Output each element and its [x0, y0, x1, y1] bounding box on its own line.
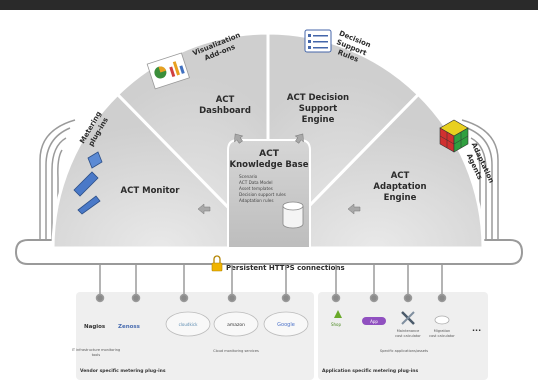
amazon-logo: amazon [227, 323, 245, 328]
left-cables [39, 119, 76, 240]
kb-item: Decision support rules [239, 192, 286, 197]
dashboard-label-line1: ACT [216, 95, 235, 105]
decision-label-line2: Support [299, 104, 337, 114]
arrow-kb-monitor [197, 203, 211, 215]
infra-caption-line1: IT infrastructure monitoring [72, 348, 120, 352]
svg-text:App: App [370, 319, 378, 324]
kb-item: Scenario [239, 174, 258, 179]
visualization-chart-icon [146, 52, 190, 90]
lock-icon [211, 255, 223, 272]
knowledge-base[interactable]: ACT Knowledge Base Scenario ACT Data Mod… [227, 139, 311, 249]
vendor-panel [76, 292, 314, 380]
google-logo: Google [277, 322, 295, 328]
kb-title-line1: ACT [259, 149, 280, 159]
decision-support-rules-label: Decision Support Rules [335, 29, 372, 63]
vendor-panel-title: Vendor specific metering plug-ins [80, 368, 166, 374]
rules-list-icon [304, 29, 332, 53]
zenoss-logo: Zenoss [118, 324, 141, 330]
specific-caption: Specific applications/assets [380, 349, 428, 353]
adaptation-label-line2: Adaptation [373, 182, 426, 192]
maintenance-caption-line2: cost calculator [395, 334, 421, 338]
kb-items: Scenario ACT Data Model Asset templates … [239, 174, 286, 203]
wrench-icon [401, 311, 415, 325]
dashboard-label-line2: Dashboard [199, 106, 251, 116]
adaptation-label-line3: Engine [384, 193, 417, 203]
migration-caption-line1: Migration [434, 329, 451, 333]
amazon-cloud: amazon [213, 311, 259, 337]
monitor-label: ACT Monitor [121, 186, 181, 196]
database-icon [282, 201, 304, 229]
app-panel-title: Application specific metering plug-ins [322, 368, 419, 374]
right-cables [461, 119, 499, 240]
decision-label-line1: ACT Decision [287, 93, 349, 103]
connectors [95, 264, 447, 303]
segment-adaptation[interactable] [264, 92, 485, 250]
infra-caption-line2: tools [92, 353, 101, 357]
decision-label-line3: Engine [302, 115, 335, 125]
cloud-caption: Cloud monitoring services [213, 349, 259, 353]
more-ellipsis: ... [472, 324, 481, 333]
kb-item: Adaptation rules [239, 198, 274, 203]
top-photo-strip [0, 0, 538, 10]
rubiks-cube-icon [439, 119, 469, 153]
cloudkick-logo: cloudkick [179, 322, 198, 327]
migration-caption-line2: cost calculator [429, 334, 455, 338]
maintenance-caption-line1: Maintenance [397, 329, 420, 333]
adaptation-label-line1: ACT [391, 171, 410, 181]
kb-item: Asset templates [239, 186, 273, 191]
cloudkick-cloud: cloudkick [165, 311, 211, 337]
svg-text:Shop: Shop [331, 322, 342, 327]
shop-app-icon: Shop [331, 310, 342, 327]
app-badge-icon: App [362, 317, 386, 325]
google-cloud: Google [263, 311, 309, 337]
migration-icon [434, 315, 450, 325]
kb-item: ACT Data Model [239, 180, 273, 185]
segment-monitor[interactable] [51, 92, 272, 250]
arrow-kb-adaptation [347, 203, 361, 215]
cable-loop [14, 239, 524, 265]
arrow-kb-decision [294, 133, 304, 144]
metering-plugin-icon [73, 151, 103, 215]
kb-title-line2: Knowledge Base [230, 160, 309, 170]
app-panel [318, 292, 488, 380]
nagios-logo: Nagios [84, 324, 106, 330]
arrow-kb-dashboard [234, 133, 244, 144]
